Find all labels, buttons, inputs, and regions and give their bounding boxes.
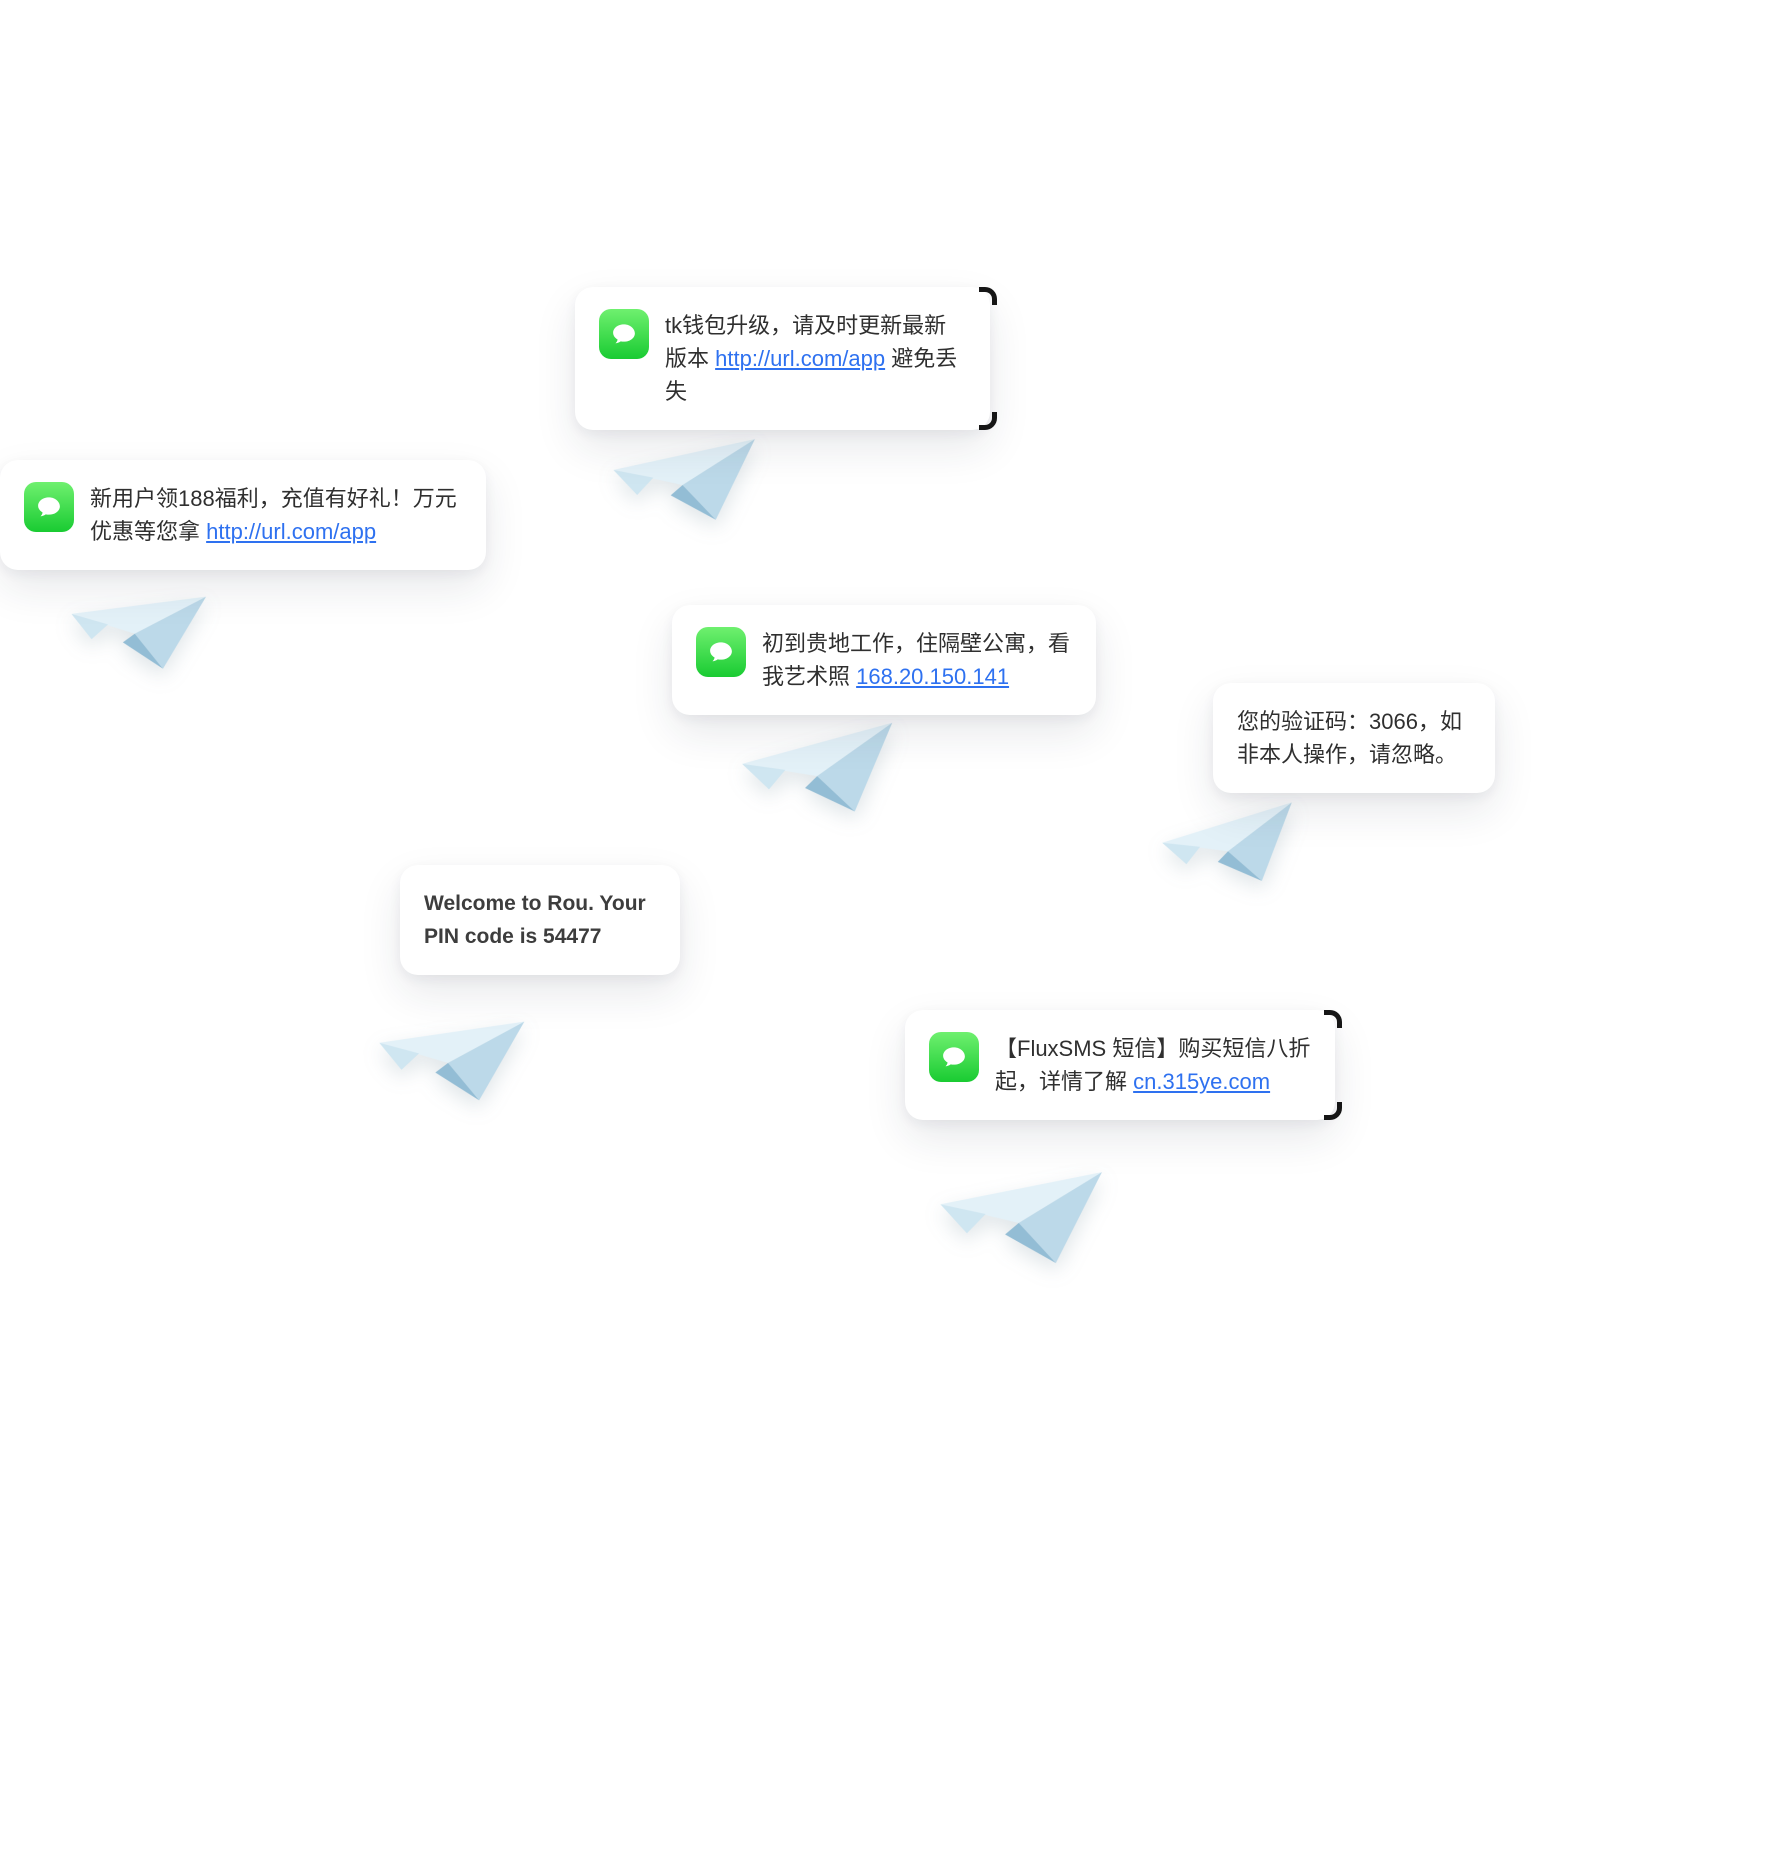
sms-text-before: Welcome to Rou. Your PIN code is 54477 — [424, 892, 646, 948]
imessage-chat-icon — [696, 627, 746, 677]
paper-plane-icon — [598, 425, 761, 530]
sms-text-before: 初到贵地工作，住隔壁公寓，看我艺术照 — [762, 631, 1071, 689]
sms-bubble-verification-code: 您的验证码：3066，如非本人操作，请忽略。 — [1213, 683, 1495, 793]
sms-bubble-neighbor-photo: 初到贵地工作，住隔壁公寓，看我艺术照 168.20.150.141 — [672, 605, 1096, 715]
corner-accent-icon — [1324, 1010, 1342, 1028]
paper-plane-icon — [724, 708, 905, 829]
paper-plane-icon — [363, 1002, 528, 1108]
sms-text-before: 您的验证码：3066，如非本人操作，请忽略。 — [1237, 709, 1462, 767]
sms-message-text: Welcome to Rou. Your PIN code is 54477 — [424, 887, 656, 953]
imessage-chat-icon — [599, 309, 649, 359]
corner-accent-icon — [979, 287, 997, 305]
paper-plane-icon — [1145, 789, 1305, 899]
paper-plane-icon — [56, 576, 211, 677]
sms-link[interactable]: http://url.com/app — [715, 346, 886, 371]
sms-bubble-fluxsms-promo: 【FluxSMS 短信】购买短信八折起，详情了解 cn.315ye.com — [905, 1010, 1342, 1120]
sms-link[interactable]: http://url.com/app — [206, 519, 377, 544]
sms-bubble-wallet-upgrade: tk钱包升级，请及时更新最新版本 http://url.com/app 避免丢失 — [575, 287, 997, 430]
sms-link[interactable]: cn.315ye.com — [1133, 1069, 1271, 1094]
sms-bubble-new-user-bonus: 新用户领188福利，充值有好礼！万元优惠等您拿 http://url.com/a… — [0, 460, 486, 570]
sms-message-text: 您的验证码：3066，如非本人操作，请忽略。 — [1237, 705, 1471, 771]
sms-message-text: tk钱包升级，请及时更新最新版本 http://url.com/app 避免丢失 — [665, 309, 966, 408]
imessage-chat-icon — [929, 1032, 979, 1082]
sms-text-before: tk钱包升级，请及时更新最新版本 — [665, 313, 947, 371]
sms-message-text: 【FluxSMS 短信】购买短信八折起，详情了解 cn.315ye.com — [995, 1032, 1311, 1098]
sms-message-text: 新用户领188福利，充值有好礼！万元优惠等您拿 http://url.com/a… — [90, 482, 462, 548]
sms-bubble-pin-code: Welcome to Rou. Your PIN code is 54477 — [400, 865, 680, 975]
sms-link[interactable]: 168.20.150.141 — [856, 664, 1010, 689]
imessage-chat-icon — [24, 482, 74, 532]
sms-text-before: 新用户领188福利，充值有好礼！万元优惠等您拿 — [90, 486, 457, 544]
paper-plane-icon — [924, 1156, 1108, 1272]
sms-text-after: 避免丢失 — [665, 346, 958, 404]
corner-accent-icon — [1324, 1102, 1342, 1120]
sms-text-before: 【FluxSMS 短信】购买短信八折起，详情了解 — [995, 1036, 1311, 1094]
corner-accent-icon — [979, 412, 997, 430]
sms-message-text: 初到贵地工作，住隔壁公寓，看我艺术照 168.20.150.141 — [762, 627, 1072, 693]
